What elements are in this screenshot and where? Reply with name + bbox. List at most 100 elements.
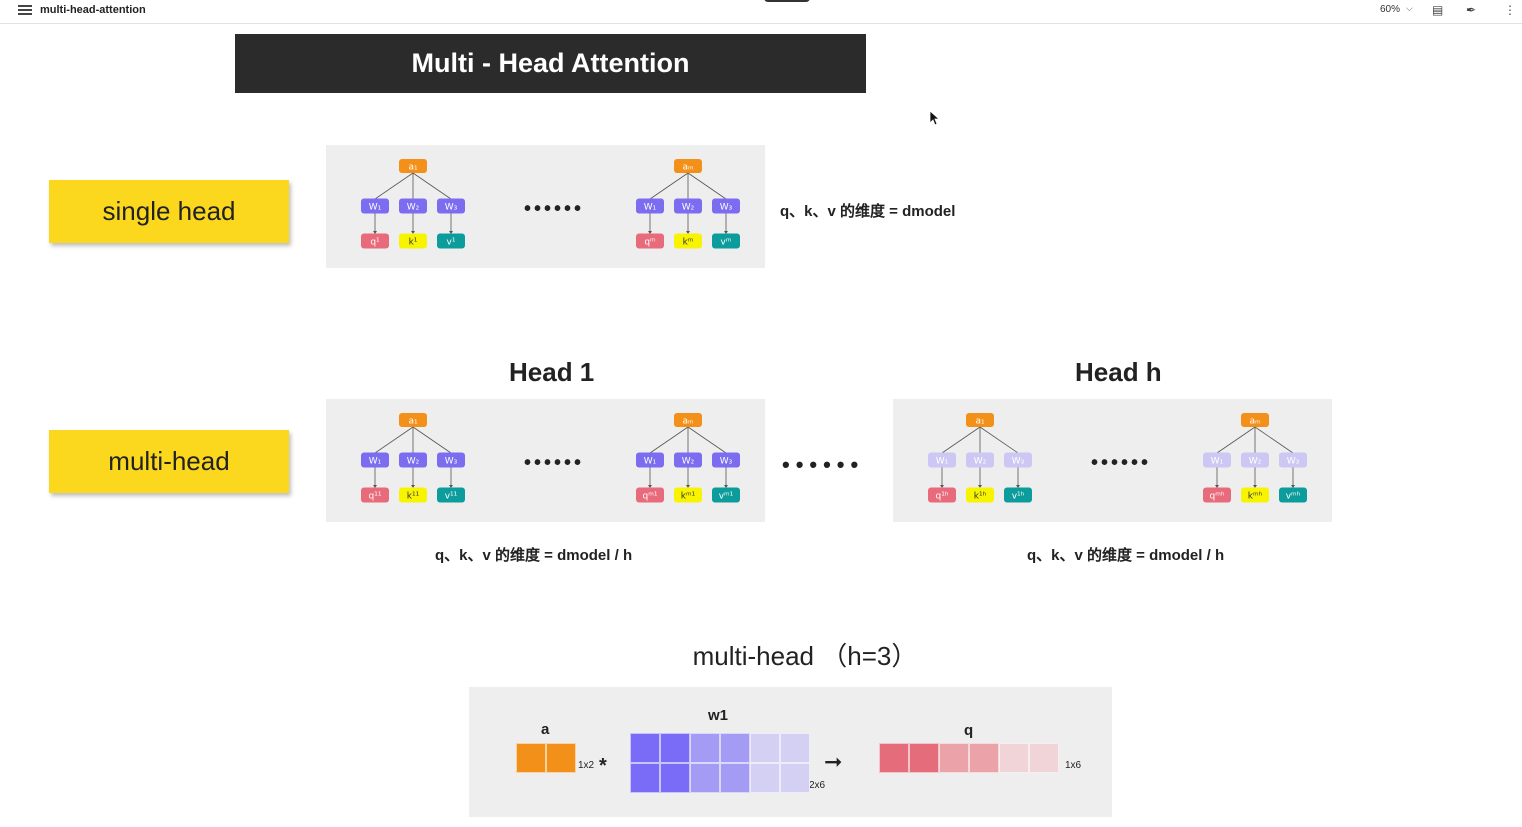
svg-text:q¹ʰ: q¹ʰ [936, 492, 949, 502]
svg-text:W₁: W₁ [369, 203, 382, 213]
head1-dots: •••••• [524, 452, 584, 474]
headh-right-w3-node: W₃ [1279, 452, 1307, 468]
menu-icon[interactable] [18, 3, 32, 17]
svg-text:aₘ: aₘ [1249, 417, 1261, 427]
w1-cell [660, 733, 690, 763]
w1-cell [780, 763, 810, 793]
svg-text:W₂: W₂ [682, 457, 695, 467]
single-right-v-node: vᵐ [712, 233, 740, 249]
svg-text:kᵐ¹: kᵐ¹ [681, 492, 696, 502]
svg-text:aₘ: aₘ [682, 163, 694, 173]
single-left-w2-node: W₂ [399, 198, 427, 214]
svg-text:kᵐʰ: kᵐʰ [1248, 492, 1263, 502]
matrix-example-panel: a w1 q 1x2 * 2x6 ➞ 1x6 [469, 687, 1112, 817]
chevron-down-icon[interactable]: ⌵ [1406, 3, 1413, 13]
q-cell [969, 743, 999, 773]
single-left-q-node: q¹ [361, 233, 389, 249]
svg-text:q¹¹: q¹¹ [369, 492, 382, 502]
slide-title: Multi - Head Attention [235, 34, 866, 93]
w1-cell [630, 733, 660, 763]
svg-text:vᵐʰ: vᵐʰ [1286, 492, 1301, 502]
svg-text:k¹: k¹ [409, 238, 418, 248]
svg-text:v¹¹: v¹¹ [445, 492, 458, 502]
svg-text:W₃: W₃ [1012, 457, 1025, 467]
headh-left-k-node: k¹ʰ [966, 487, 994, 503]
svg-text:W₁: W₁ [369, 457, 382, 467]
head1-left-a-node: a₁ [399, 413, 427, 427]
head1-left-v-node: v¹¹ [437, 487, 465, 503]
single-left-k-node: k¹ [399, 233, 427, 249]
svg-text:vᵐ¹: vᵐ¹ [719, 492, 734, 502]
head1-right-q-node: qᵐ¹ [636, 487, 664, 503]
svg-text:kᵐ: kᵐ [683, 238, 694, 248]
w1-cell [720, 733, 750, 763]
headh-right-v-node: vᵐʰ [1279, 487, 1307, 503]
single-right-k-node: kᵐ [674, 233, 702, 249]
w1-cell [780, 733, 810, 763]
single-right-w3-node: W₃ [712, 198, 740, 214]
headh-left-w1-node: W₁ [928, 452, 956, 468]
headh-right-a-node: aₘ [1241, 413, 1269, 427]
example-title: multi-head （h=3） [692, 641, 918, 671]
svg-text:aₘ: aₘ [682, 417, 694, 427]
svg-text:q¹: q¹ [370, 238, 380, 248]
headh-right-w1-node: W₁ [1203, 452, 1231, 468]
head-h-title: Head h [1075, 357, 1162, 387]
single-right-w1-node: W₁ [636, 198, 664, 214]
svg-text:W₁: W₁ [936, 457, 949, 467]
a-cell [516, 743, 546, 773]
svg-text:k¹¹: k¹¹ [407, 492, 420, 502]
svg-text:W₂: W₂ [1249, 457, 1262, 467]
page-icon[interactable]: ▤ [1432, 3, 1444, 17]
pen-icon[interactable]: ✒ [1466, 3, 1477, 17]
head1-right-w2-node: W₂ [674, 452, 702, 468]
more-icon[interactable]: ⋮ [1504, 3, 1516, 17]
headh-right-q-node: qᵐʰ [1203, 487, 1231, 503]
between-heads-dots: •••••• [782, 452, 865, 477]
w1-cell [690, 763, 720, 793]
head1-right-v-node: vᵐ¹ [712, 487, 740, 503]
head1-left-w3-node: W₃ [437, 452, 465, 468]
w1-cell [750, 733, 780, 763]
w1-cell [720, 763, 750, 793]
q-label: q [964, 722, 974, 739]
w1-dimension: 2x6 [809, 780, 826, 791]
headh-left-w3-node: W₃ [1004, 452, 1032, 468]
svg-text:W₃: W₃ [720, 457, 733, 467]
head-1-dimension-note: q、k、v 的维度 = dmodel / h [435, 547, 633, 564]
svg-text:W₃: W₃ [720, 203, 733, 213]
headh-left-w2-node: W₂ [966, 452, 994, 468]
single-left-w1-node: W₁ [361, 198, 389, 214]
single-right-a-node: aₘ [674, 159, 702, 173]
svg-text:W₂: W₂ [407, 457, 420, 467]
q-cell [909, 743, 939, 773]
w1-cell [660, 763, 690, 793]
single-head-tag: single head [49, 180, 289, 243]
multi-head-tag: multi-head [49, 430, 289, 493]
svg-text:W₂: W₂ [974, 457, 987, 467]
multiply-symbol: * [599, 755, 607, 777]
head1-right-a-node: aₘ [674, 413, 702, 427]
svg-text:W₃: W₃ [445, 457, 458, 467]
svg-text:qᵐ: qᵐ [644, 238, 656, 248]
svg-text:a₁: a₁ [408, 417, 418, 427]
w1-cell [630, 763, 660, 793]
headh-right-k-node: kᵐʰ [1241, 487, 1269, 503]
headh-left-a-node: a₁ [966, 413, 994, 427]
a-dimension: 1x2 [578, 760, 595, 771]
zoom-level[interactable]: 60% [1380, 4, 1401, 15]
svg-text:vᵐ: vᵐ [721, 238, 732, 248]
w1-cell [690, 733, 720, 763]
window-handle[interactable] [764, 0, 810, 2]
head1-right-k-node: kᵐ¹ [674, 487, 702, 503]
svg-text:W₃: W₃ [1287, 457, 1300, 467]
q-cell [999, 743, 1029, 773]
single-left-a-node: a₁ [399, 159, 427, 173]
svg-text:a₁: a₁ [975, 417, 985, 427]
head1-right-w1-node: W₁ [636, 452, 664, 468]
head1-left-w1-node: W₁ [361, 452, 389, 468]
document-title: multi-head-attention [40, 4, 146, 16]
head1-left-w2-node: W₂ [399, 452, 427, 468]
single-left-v-node: v¹ [437, 233, 465, 249]
headh-dots: •••••• [1091, 452, 1151, 474]
